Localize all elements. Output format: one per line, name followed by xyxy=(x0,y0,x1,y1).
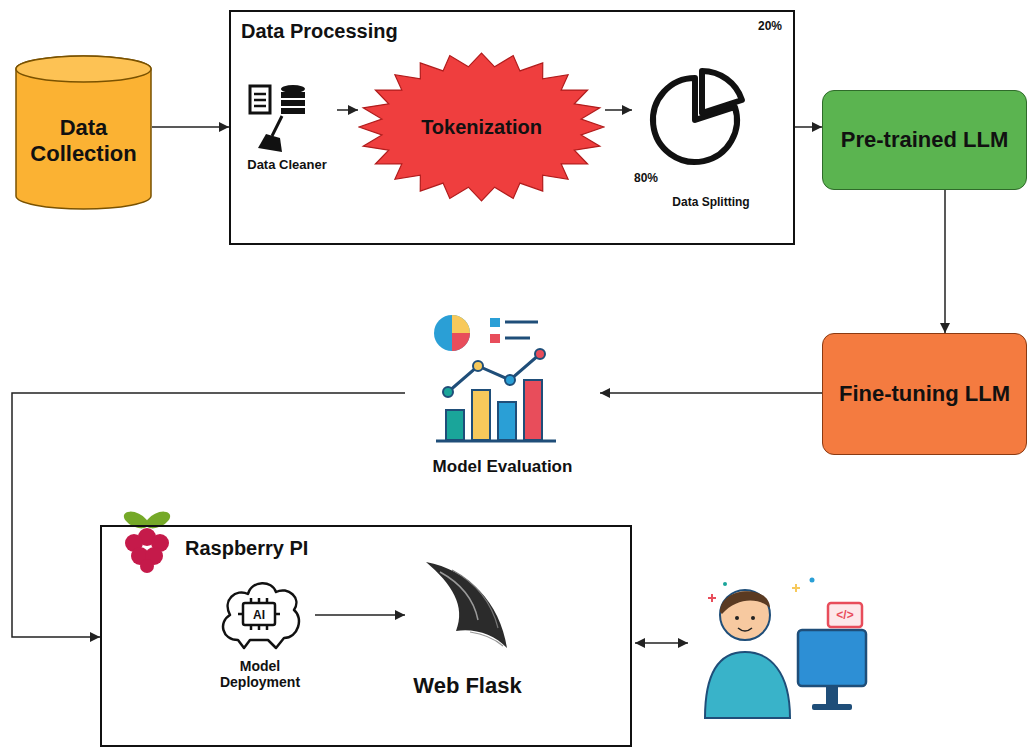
raspberry-logo xyxy=(121,508,172,573)
user-icon xyxy=(705,578,866,719)
flow-arrow xyxy=(605,109,632,111)
flow-arrow xyxy=(12,393,405,637)
node-caption: Model Deployment xyxy=(215,658,305,690)
icon-node: Web Flask xyxy=(405,555,530,705)
node-caption: 20% xyxy=(758,20,782,34)
process-box: Pre-trained LLM xyxy=(822,90,1027,190)
icon-node: Data Cleaner xyxy=(237,80,337,180)
icon-node: Model Deployment xyxy=(205,580,315,710)
node-caption: Data Splitting xyxy=(632,196,790,210)
node-label: Data Collection xyxy=(23,115,144,166)
data-cleaner-icon xyxy=(250,85,305,152)
flow-arrow xyxy=(337,109,358,111)
flow-arrow xyxy=(795,126,822,128)
code-tag: </> xyxy=(828,609,862,621)
node-label: Tokenization xyxy=(421,116,542,139)
node-caption: Data Cleaner xyxy=(237,158,337,173)
node-caption: Web Flask xyxy=(405,673,530,698)
node-label: Pre-trained LLM xyxy=(841,127,1008,152)
chip-label: AI xyxy=(243,609,275,621)
flow-arrow xyxy=(152,126,229,128)
node-caption: Raspberry PI xyxy=(185,537,308,560)
node-label: Fine-tuning LLM xyxy=(839,381,1010,406)
pie-icon xyxy=(653,71,742,162)
icon-node: Model Evaluation xyxy=(405,305,600,485)
flow-arrow xyxy=(600,392,822,394)
node-caption: Data Processing xyxy=(241,20,398,43)
node-caption: 80% xyxy=(634,172,658,186)
flow-arrow xyxy=(315,614,405,616)
evaluation-icon xyxy=(434,315,556,441)
star-node: Tokenization xyxy=(358,52,605,202)
icon-node: 20% 80% Data Splitting xyxy=(632,14,790,220)
ai-brain-icon xyxy=(223,583,299,648)
data-store-cylinder: Data Collection xyxy=(15,55,152,210)
flask-icon xyxy=(426,562,507,648)
group-box: Data ProcessingData Cleaner Tokenization 2… xyxy=(229,10,795,245)
group-box: Raspberry PI Model Deployment Web Flask xyxy=(100,525,632,747)
user-link-arrow xyxy=(635,642,688,644)
node-caption: Model Evaluation xyxy=(405,457,600,477)
process-box: Fine-tuning LLM xyxy=(822,333,1027,455)
flow-arrow xyxy=(944,190,946,333)
